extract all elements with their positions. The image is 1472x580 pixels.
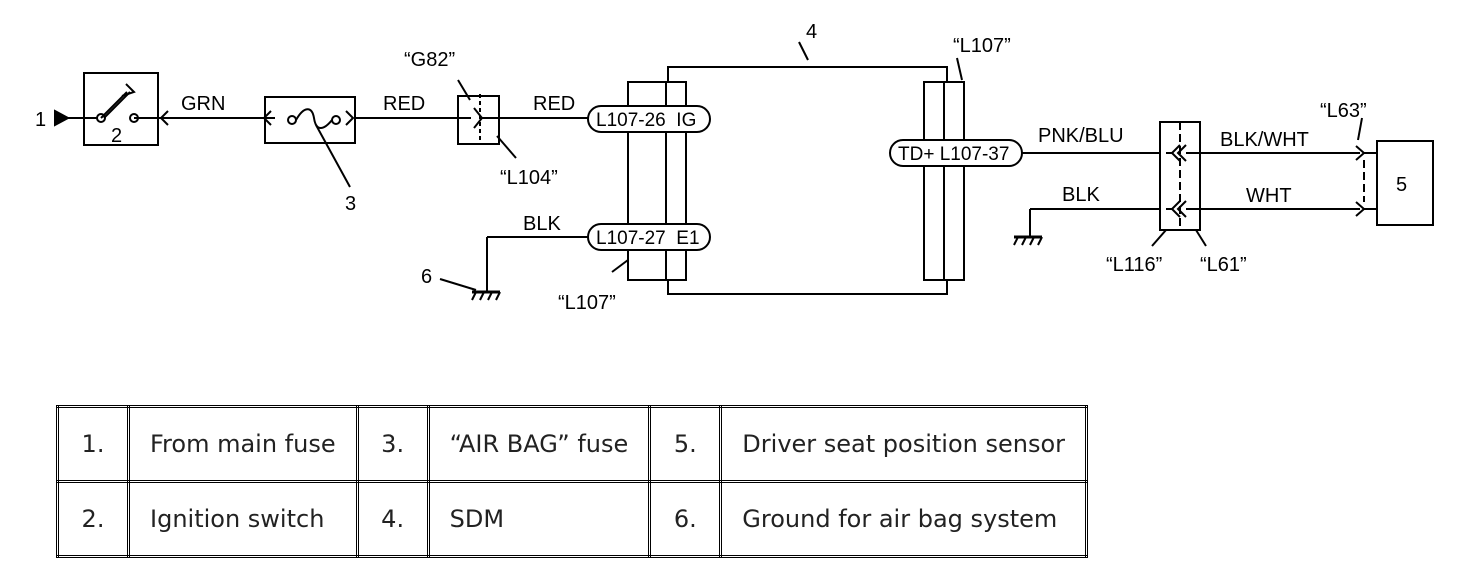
legend-num: 4. xyxy=(355,480,430,558)
seat-position-sensor-box xyxy=(1376,140,1434,226)
connector-label-l61: “L61” xyxy=(1200,254,1247,276)
main-fuse-arrow-icon xyxy=(54,109,71,127)
connector-label-l104: “L104” xyxy=(500,167,558,189)
legend-label: From main fuse xyxy=(127,405,359,483)
connector-label-l107-bottom: “L107” xyxy=(558,292,616,314)
wire-label-red-left: RED xyxy=(383,93,425,115)
connector-label-l107-top: “L107” xyxy=(953,35,1011,57)
legend-label: “AIR BAG” fuse xyxy=(426,405,652,483)
wire-label-blk-ground: BLK xyxy=(523,213,561,235)
legend-label: SDM xyxy=(426,480,652,558)
legend-num: 2. xyxy=(56,480,130,558)
callout-1: 1 xyxy=(35,109,46,131)
pin-label-td: TD+ L107-37 xyxy=(898,144,1009,165)
legend-label: Ignition switch xyxy=(127,480,359,558)
legend-row: 2. Ignition switch 4. SDM 6. Ground for … xyxy=(56,480,1089,558)
air-bag-fuse-box xyxy=(264,96,356,144)
wire-label-pnk-blu: PNK/BLU xyxy=(1038,125,1124,147)
callout-6: 6 xyxy=(421,266,432,288)
pin-label-ig: L107-26 IG xyxy=(596,110,696,131)
g82-connector xyxy=(457,95,500,145)
wire-label-wht: WHT xyxy=(1246,185,1292,207)
connector-label-l63: “L63” xyxy=(1320,100,1367,122)
wire-label-blk-wht: BLK/WHT xyxy=(1220,129,1309,151)
legend-label: Ground for air bag system xyxy=(719,480,1089,558)
wiring-diagram: 1 2 3 4 5 6 GRN RED RED BLK PNK/BLU BLK … xyxy=(35,21,1434,314)
wire-label-blk-right: BLK xyxy=(1062,184,1100,206)
wire-label-red-right: RED xyxy=(533,93,575,115)
pin-ig xyxy=(587,105,711,133)
callout-5: 5 xyxy=(1396,174,1407,196)
legend-num: 1. xyxy=(56,405,130,483)
ground-right-icon xyxy=(1013,235,1043,246)
legend-label: Driver seat position sensor xyxy=(719,405,1089,483)
legend-table: 1. From main fuse 3. “AIR BAG” fuse 5. D… xyxy=(56,405,1089,558)
callout-4: 4 xyxy=(806,21,817,43)
connector-label-l116: “L116” xyxy=(1106,254,1162,276)
pin-label-e1: L107-27 E1 xyxy=(596,228,700,249)
wire-label-grn: GRN xyxy=(181,93,225,115)
legend-row: 1. From main fuse 3. “AIR BAG” fuse 5. D… xyxy=(56,405,1089,483)
ignition-switch-box xyxy=(83,72,159,146)
callout-3: 3 xyxy=(345,193,356,215)
ground-icon xyxy=(471,290,501,301)
sdm-outline xyxy=(667,66,948,295)
legend-num: 6. xyxy=(648,480,723,558)
callout-2: 2 xyxy=(111,125,122,147)
connector-label-g82: “G82” xyxy=(404,49,455,71)
legend-num: 5. xyxy=(648,405,723,483)
legend-num: 3. xyxy=(355,405,430,483)
